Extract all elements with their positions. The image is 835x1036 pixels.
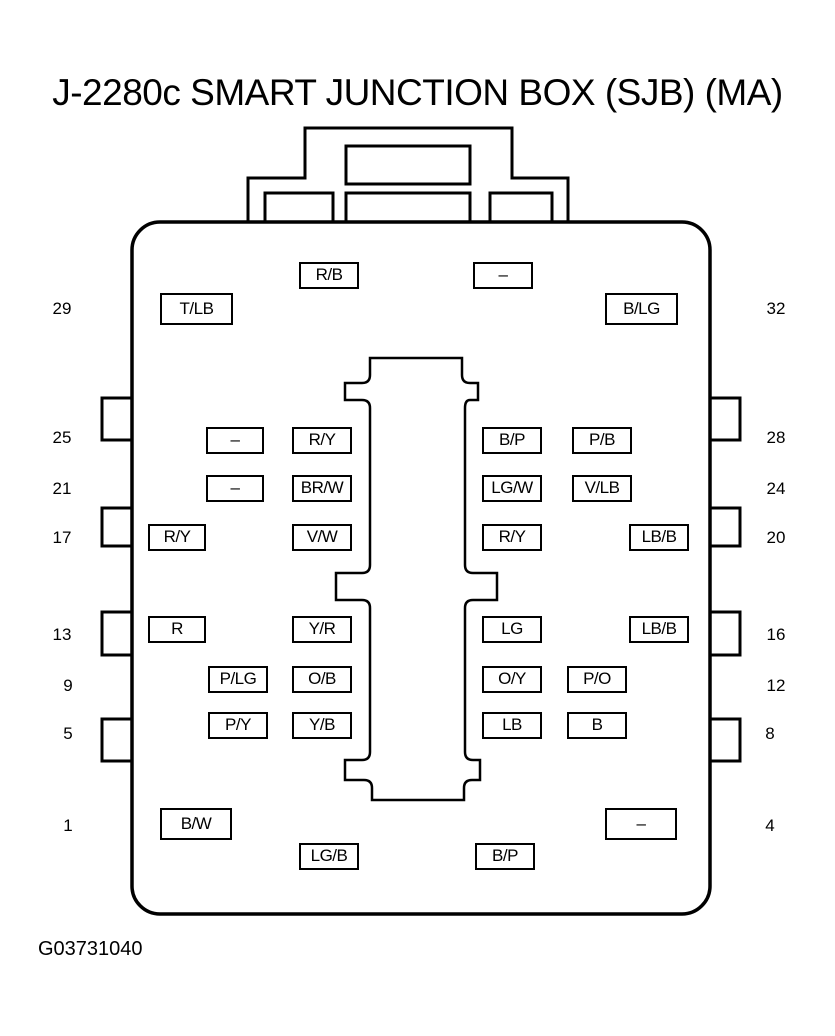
key-left-13 (100, 610, 132, 657)
wire-label: B/LG (605, 293, 678, 325)
pin-number: 8 (765, 724, 775, 743)
wire-label: R/Y (148, 524, 206, 551)
figure-id: G03731040 (38, 938, 143, 960)
pin-number: 5 (63, 724, 73, 743)
wire-label: R/B (299, 262, 359, 289)
wire-label: R (148, 616, 206, 643)
wire-label: P/O (567, 666, 627, 693)
pin-number: 24 (766, 479, 786, 498)
wire-label: T/LB (160, 293, 233, 325)
diagram-title: J-2280c SMART JUNCTION BOX (SJB) (MA) (52, 72, 783, 113)
wire-label: O/Y (482, 666, 542, 693)
key-right-20 (710, 506, 742, 548)
key-left-17 (100, 506, 132, 548)
pin-number: 9 (63, 676, 73, 695)
wire-label: B/P (475, 843, 535, 870)
wire-label: O/B (292, 666, 352, 693)
wire-label: V/LB (572, 475, 632, 502)
wire-label: LG (482, 616, 542, 643)
key-left-5 (100, 717, 132, 763)
wire-label: – (206, 427, 264, 454)
pin-number: 29 (52, 299, 72, 318)
latch-window-right (488, 191, 554, 224)
wire-label: LG/W (482, 475, 542, 502)
key-right-16 (710, 610, 742, 657)
wire-label: Y/B (292, 712, 352, 739)
latch-window-left (263, 191, 335, 224)
wire-label: B (567, 712, 627, 739)
wire-label: LG/B (299, 843, 359, 870)
pin-number: 1 (63, 816, 73, 835)
pin-number: 12 (766, 676, 786, 695)
pin-number: 28 (766, 428, 786, 447)
pin-number: 13 (52, 625, 72, 644)
wire-label: V/W (292, 524, 352, 551)
wire-label: B/W (160, 808, 232, 840)
wire-label: LB/B (629, 616, 689, 643)
wire-label: – (605, 808, 677, 840)
pin-number: 21 (52, 479, 72, 498)
key-right-28 (710, 396, 742, 442)
center-slot (334, 356, 499, 802)
wire-label: B/P (482, 427, 542, 454)
pin-number: 25 (52, 428, 72, 447)
latch-window-mid (344, 191, 472, 224)
key-right-8 (710, 717, 742, 763)
pin-number: 32 (766, 299, 786, 318)
wire-label: R/Y (292, 427, 352, 454)
wire-label: LB (482, 712, 542, 739)
connector-body (130, 220, 712, 916)
wire-label: P/Y (208, 712, 268, 739)
pin-number: 4 (765, 816, 775, 835)
pin-number: 17 (52, 528, 72, 547)
wire-label: Y/R (292, 616, 352, 643)
wire-label: BR/W (292, 475, 352, 502)
pin-number: 16 (766, 625, 786, 644)
wire-label: P/B (572, 427, 632, 454)
wire-label: R/Y (482, 524, 542, 551)
latch-window-top (344, 144, 472, 186)
wire-label: – (206, 475, 264, 502)
wire-label: P/LG (208, 666, 268, 693)
wire-label: LB/B (629, 524, 689, 551)
pin-number: 20 (766, 528, 786, 547)
connector-latch (246, 126, 570, 222)
wire-label: – (473, 262, 533, 289)
key-left-25 (100, 396, 132, 442)
